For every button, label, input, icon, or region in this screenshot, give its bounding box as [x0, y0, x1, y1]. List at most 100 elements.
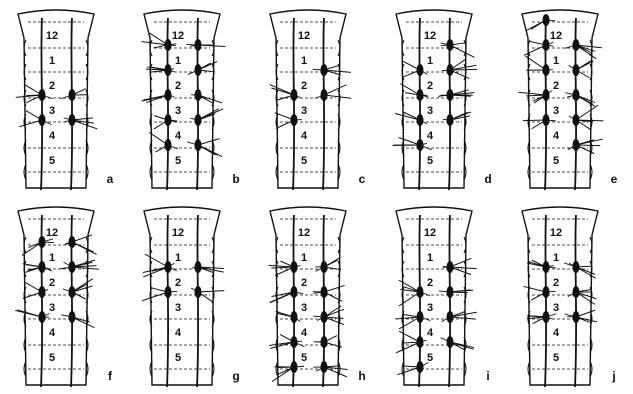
panel-label: h — [358, 369, 365, 383]
vertebra-number: 3 — [301, 105, 307, 117]
vertebra-number: 12 — [172, 227, 184, 239]
vertebra-number: 4 — [175, 327, 182, 339]
left-sympathetic-trunk — [419, 18, 420, 190]
vertebra-number: 4 — [175, 130, 182, 142]
vertebra-number: 12 — [424, 30, 436, 42]
vertebra-number: 12 — [46, 227, 58, 239]
vertebra-number: 3 — [175, 105, 181, 117]
left-sympathetic-trunk — [167, 215, 168, 387]
vertebra-number: 4 — [553, 130, 560, 142]
right-sympathetic-trunk — [449, 215, 450, 387]
vertebra-number: 1 — [553, 55, 559, 67]
vertebra-number: 3 — [553, 302, 559, 314]
nerve-ramus — [523, 120, 546, 121]
vertebra-number: 12 — [298, 227, 310, 239]
nerve-ramus — [26, 95, 42, 96]
vertebra-number: 1 — [175, 55, 181, 67]
vertebra-number: 5 — [301, 352, 307, 364]
vertebra-number: 5 — [175, 352, 181, 364]
vertebra-number: 2 — [553, 277, 559, 289]
spine-drawing: 1212345e — [508, 0, 633, 197]
vertebra-number: 5 — [175, 155, 181, 167]
vertebra-number: 5 — [553, 352, 559, 364]
vertebra-number: 1 — [553, 252, 559, 264]
spine-drawing: 1212345g — [130, 197, 256, 394]
left-sympathetic-trunk — [545, 215, 546, 387]
nerve-ramus — [277, 367, 294, 368]
panel-label: f — [108, 369, 113, 383]
vertebra-number: 3 — [49, 302, 55, 314]
vertebra-number: 4 — [427, 327, 434, 339]
panel-label: e — [611, 172, 618, 186]
nerve-ramus — [313, 69, 324, 70]
spine-drawing: 1212345h — [256, 197, 382, 394]
vertebra-number: 2 — [175, 277, 181, 289]
vertebra-number: 12 — [550, 30, 562, 42]
vertebra-number: 1 — [175, 252, 181, 264]
panel-c: 1212345c — [256, 0, 382, 197]
vertebra-number: 5 — [49, 155, 55, 167]
vertebra-number: 5 — [49, 352, 55, 364]
panel-b: 1212345b — [130, 0, 256, 197]
vertebra-number: 3 — [553, 105, 559, 117]
vertebra-number: 4 — [49, 130, 56, 142]
vertebra-number: 3 — [49, 105, 55, 117]
spine-drawing: 1212345a — [4, 0, 130, 197]
panel-d: 1212345d — [382, 0, 508, 197]
panel-label: j — [611, 369, 615, 383]
vertebra-number: 4 — [553, 327, 560, 339]
panel-label: a — [107, 172, 114, 186]
vertebra-number: 5 — [553, 155, 559, 167]
right-sympathetic-trunk — [71, 18, 72, 190]
vertebra-number: 1 — [301, 55, 307, 67]
panel-label: c — [359, 172, 366, 186]
vertebra-number: 2 — [49, 80, 55, 92]
vertebra-number: 12 — [550, 227, 562, 239]
vertebra-number: 2 — [49, 277, 55, 289]
nerve-ramus — [546, 20, 555, 21]
panel-label: i — [486, 369, 489, 383]
panel-label: d — [484, 172, 491, 186]
vertebra-number: 2 — [301, 277, 307, 289]
left-sympathetic-trunk — [41, 18, 42, 190]
panel-f: 1212345f — [4, 197, 130, 394]
vertebra-number: 1 — [301, 252, 307, 264]
vertebra-number: 2 — [427, 277, 433, 289]
vertebra-number: 4 — [427, 130, 434, 142]
right-sympathetic-trunk — [323, 18, 324, 190]
vertebra-number: 2 — [175, 80, 181, 92]
vertebra-number: 4 — [301, 327, 308, 339]
panel-h: 1212345h — [256, 197, 382, 394]
vertebra-number: 1 — [427, 55, 433, 67]
vertebra-number: 2 — [301, 80, 307, 92]
vertebra-number: 4 — [301, 130, 308, 142]
vertebra-number: 4 — [49, 327, 56, 339]
nerve-ramus — [576, 145, 600, 146]
vertebra-number: 2 — [427, 80, 433, 92]
spine-drawing: 1212345c — [256, 0, 382, 197]
panel-label: b — [232, 172, 239, 186]
right-sympathetic-trunk — [575, 215, 576, 387]
vertebra-number: 12 — [46, 30, 58, 42]
vertebra-number: 1 — [49, 55, 55, 67]
vertebra-number: 2 — [553, 80, 559, 92]
spine-drawing: 1212345d — [382, 0, 508, 197]
vertebra-number: 12 — [298, 30, 310, 42]
panel-label: g — [232, 369, 239, 383]
vertebra-number: 12 — [424, 227, 436, 239]
nerve-ramus — [450, 69, 477, 70]
right-sympathetic-trunk — [197, 215, 198, 387]
vertebra-number: 3 — [175, 302, 181, 314]
panel-i: 1212345i — [382, 197, 508, 394]
vertebra-number: 3 — [427, 105, 433, 117]
left-sympathetic-trunk — [293, 18, 294, 190]
vertebra-number: 3 — [301, 302, 307, 314]
